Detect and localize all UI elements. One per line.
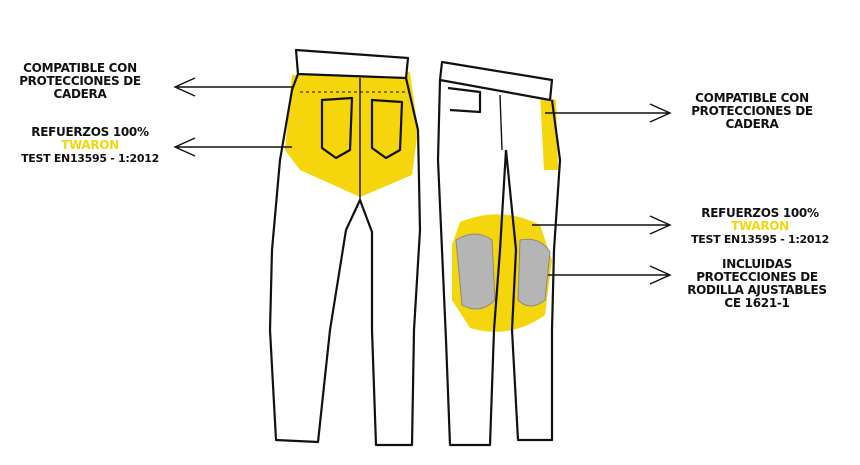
arrow-right-reinforcement: [532, 215, 672, 235]
knee-pad-left: [455, 233, 496, 310]
label-title: REFUERZOS 100%: [31, 125, 149, 139]
callout-arrows: [173, 77, 672, 285]
label-right-reinforcement: REFUERZOS 100% TWARON TEST EN13595 - 1:2…: [685, 206, 835, 247]
label-left-hip: COMPATIBLE CON PROTECCIONES DE CADERA: [5, 62, 155, 101]
label-line: CADERA: [53, 87, 107, 101]
arrow-right-knee: [548, 265, 672, 285]
label-line: COMPATIBLE CON: [23, 61, 137, 75]
label-highlight: TWARON: [61, 138, 119, 152]
label-test: TEST EN13595 - 1:2012: [691, 233, 829, 246]
label-line: RODILLA AJUSTABLES: [687, 283, 827, 297]
label-test: TEST EN13595 - 1:2012: [21, 152, 159, 165]
label-title: REFUERZOS 100%: [701, 206, 819, 220]
label-line: CE 1621-1: [724, 296, 790, 310]
label-line: PROTECCIONES DE: [696, 270, 818, 284]
label-highlight: TWARON: [731, 219, 789, 233]
label-line: PROTECCIONES DE: [691, 104, 813, 118]
label-right-knee: INCLUIDAS PROTECCIONES DE RODILLA AJUSTA…: [677, 258, 837, 310]
pants-side-view: [436, 60, 562, 447]
label-line: INCLUIDAS: [722, 257, 792, 271]
arrow-left-hip: [173, 77, 292, 97]
label-line: CADERA: [725, 117, 779, 131]
label-right-hip: COMPATIBLE CON PROTECCIONES DE CADERA: [677, 92, 827, 131]
label-line: COMPATIBLE CON: [695, 91, 809, 105]
pants-back-view: [268, 48, 422, 447]
arrow-right-hip: [545, 103, 672, 123]
label-line: PROTECCIONES DE: [19, 74, 141, 88]
knee-pad-right: [517, 238, 551, 307]
label-left-reinforcement: REFUERZOS 100% TWARON TEST EN13595 - 1:2…: [15, 125, 165, 166]
arrow-left-reinforcement: [173, 137, 292, 157]
